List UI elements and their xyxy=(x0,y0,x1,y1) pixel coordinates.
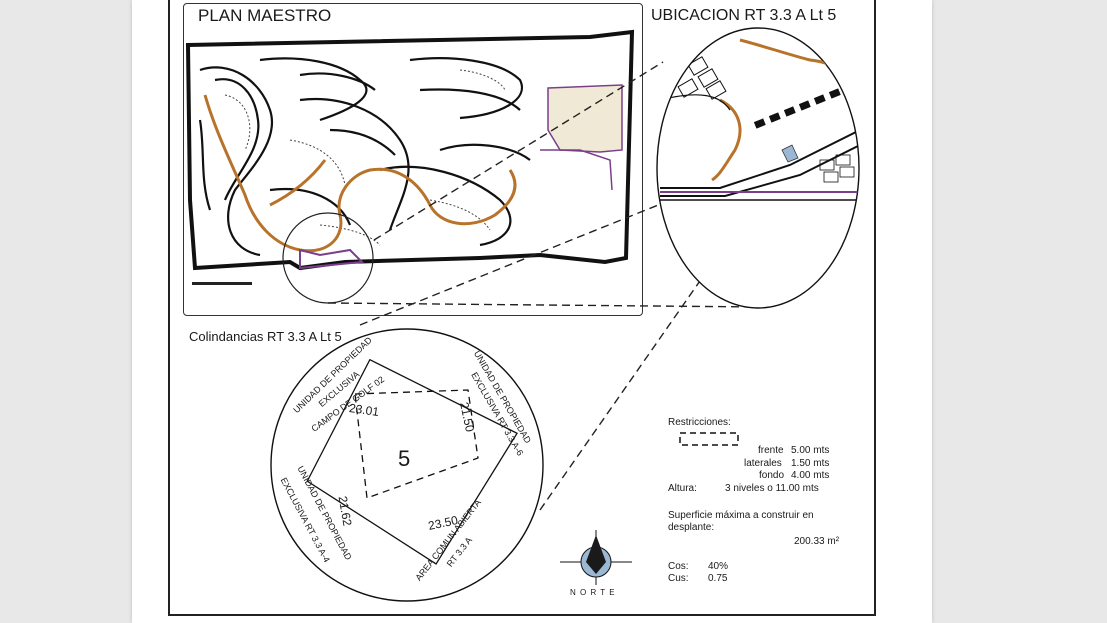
restrictions-title: Restricciones: xyxy=(668,417,731,428)
scale-bar xyxy=(192,282,252,285)
cus-label: Cus: xyxy=(668,573,689,584)
location-detail xyxy=(656,27,860,309)
cos-label: Cos: xyxy=(668,561,689,572)
laterales-value: 1.50 mts xyxy=(791,458,830,469)
drawing-frame xyxy=(168,0,876,616)
cos-value: 40% xyxy=(708,561,729,572)
lot-highlight xyxy=(781,144,799,163)
plan-maestro-title: PLAN MAESTRO xyxy=(198,6,332,25)
fondo-value: 4.00 mts xyxy=(791,470,830,481)
golf-course-path xyxy=(203,94,517,253)
frente-label: frente xyxy=(758,445,784,456)
setback-outline xyxy=(354,389,479,499)
plan-maestro-box xyxy=(183,3,643,316)
callout-lines xyxy=(327,61,791,511)
cus-value: 0.75 xyxy=(708,573,728,584)
boundaries-detail xyxy=(270,328,544,602)
parcel-area xyxy=(547,84,623,153)
location-title: UBICACION RT 3.3 A Lt 5 xyxy=(651,7,837,24)
setback-legend-symbol xyxy=(679,432,739,446)
superficie-line1: Superficie máxima a construir en xyxy=(668,510,814,521)
master-plan-map xyxy=(185,29,635,304)
north-label: N O R T E xyxy=(570,588,616,597)
fondo-label: fondo xyxy=(759,470,785,481)
north-compass xyxy=(560,530,632,585)
laterales-label: laterales xyxy=(744,458,782,469)
superficie-value: 200.33 m² xyxy=(794,536,840,547)
lot-number: 5 xyxy=(398,446,411,471)
altura-value: 3 niveles o 11.00 mts xyxy=(725,483,819,494)
frente-value: 5.00 mts xyxy=(791,445,830,456)
boundaries-title: Colindancias RT 3.3 A Lt 5 xyxy=(189,329,342,344)
lot-outline xyxy=(306,358,518,565)
superficie-line2: desplante: xyxy=(668,522,715,533)
altura-label: Altura: xyxy=(668,483,697,494)
